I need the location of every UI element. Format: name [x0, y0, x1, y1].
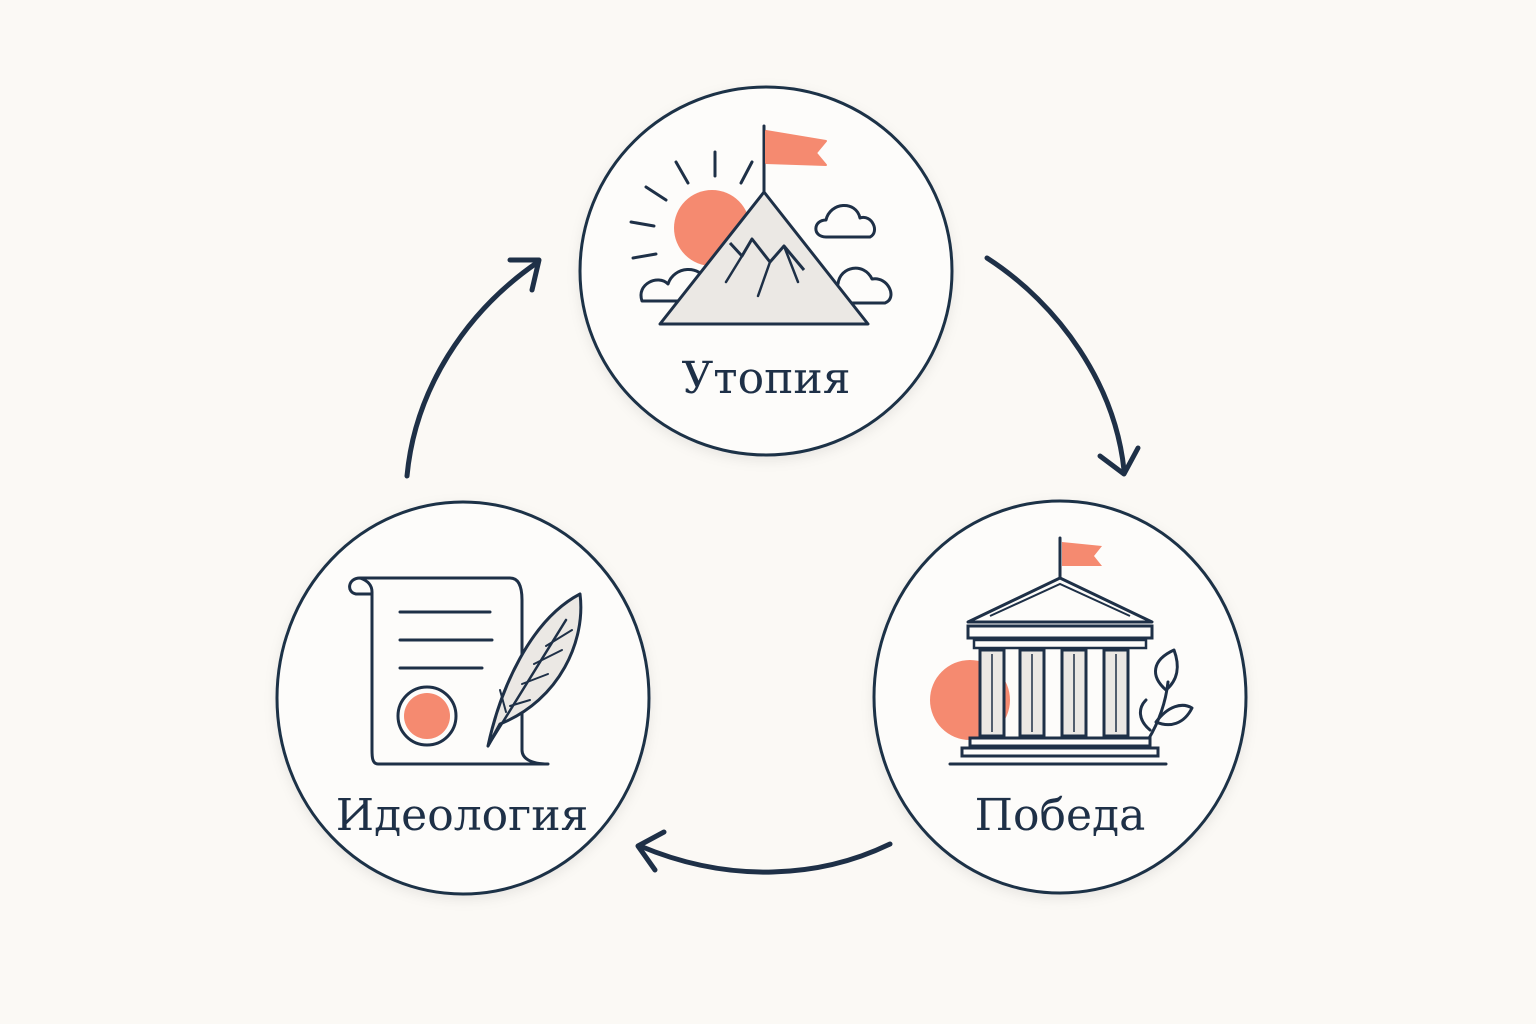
arrow-ideology-to-utopia — [404, 257, 542, 479]
arrow-utopia-to-victory — [984, 255, 1141, 477]
arrow-victory-to-ideology — [635, 829, 893, 875]
scroll-quill-icon — [348, 576, 583, 766]
node-victory-circle — [872, 499, 1248, 895]
node-ideology-label: Идеология — [336, 790, 589, 841]
temple-flag-icon — [930, 536, 1194, 766]
mountain-flag-icon — [629, 124, 893, 326]
node-ideology: Идеология — [275, 500, 651, 896]
node-utopia: Утопия — [578, 85, 954, 457]
node-utopia-label: Утопия — [681, 353, 850, 404]
node-victory-label: Победа — [975, 790, 1146, 841]
node-victory: Победа — [872, 499, 1248, 895]
